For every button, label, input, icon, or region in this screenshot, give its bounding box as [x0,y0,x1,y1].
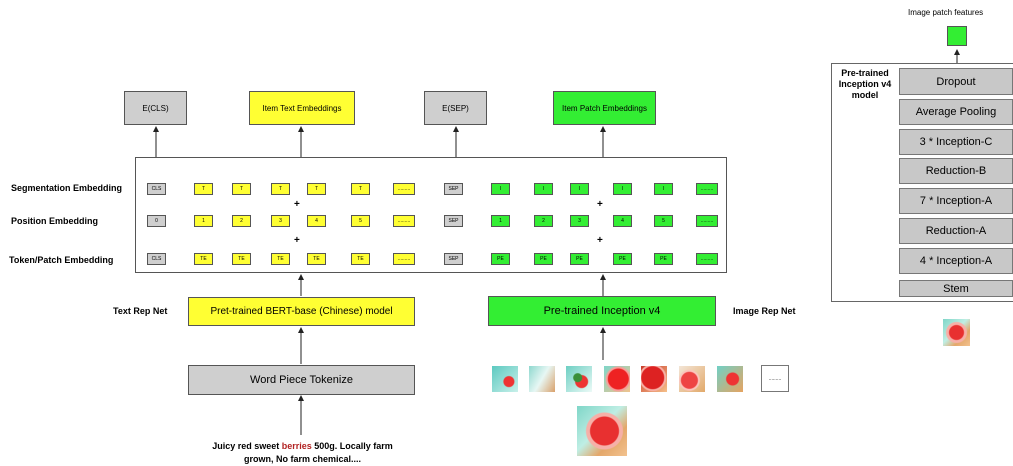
image-rep-net-label: Image Rep Net [733,306,796,316]
item-patch-embeddings-box: Item Patch Embeddings [553,91,656,125]
segmentation-token: ......... [696,183,718,195]
token-embedding-token: PE [613,253,632,265]
image-patch-thumbnail [491,365,519,393]
ecls-output-box: E(CLS) [124,91,187,125]
image-patch-thumbnail [678,365,706,393]
segmentation-token: T [194,183,213,195]
position-token: 2 [232,215,251,227]
image-patch-thumbnail [716,365,744,393]
position-token: ......... [696,215,718,227]
word-piece-tokenizer-box: Word Piece Tokenize [188,365,415,395]
token-embedding-token: CLS [147,253,166,265]
esep-output-box: E(SEP) [424,91,487,125]
position-token: 4 [613,215,632,227]
token-embedding-token: TE [307,253,326,265]
position-token: 1 [194,215,213,227]
token-embedding-token: ......... [393,253,415,265]
image-patch-thumbnail [640,365,668,393]
inception-layer-box: 4 * Inception-A [899,248,1013,274]
image-patch-thumbnail [603,365,631,393]
inception-layer-box: 7 * Inception-A [899,188,1013,214]
input-text-part1: Juicy red sweet [212,441,282,451]
segmentation-token: I [570,183,589,195]
inception-v4-model-label: Pre-trained Inception v4 model [838,68,892,100]
token-embedding-token: PE [570,253,589,265]
inception-model-box: Pre-trained Inception v4 [488,296,716,326]
input-text-part2: 500g. Locally farm [311,441,393,451]
position-embedding-label: Position Embedding [11,216,98,226]
plus-sign: + [597,235,603,246]
strawberry-full-image [576,405,628,457]
input-text: Juicy red sweet berries 500g. Locally fa… [160,440,445,466]
position-token: 1 [491,215,510,227]
token-embedding-token: TE [232,253,251,265]
embedding-container [135,157,727,273]
strawberry-input-image [942,318,971,347]
patch-feature-square [947,26,967,46]
segmentation-token: T [232,183,251,195]
position-token: 3 [570,215,589,227]
segmentation-token: ......... [393,183,415,195]
inception-layer-box: Reduction-A [899,218,1013,244]
segmentation-token: I [613,183,632,195]
segmentation-token: I [534,183,553,195]
position-token: 5 [351,215,370,227]
token-embedding-token: PE [534,253,553,265]
inception-layer-box: Reduction-B [899,158,1013,184]
inception-layer-box: Dropout [899,68,1013,95]
position-token: 3 [271,215,290,227]
inception-layer-box: Stem [899,280,1013,297]
segmentation-token: I [491,183,510,195]
token-embedding-token: TE [194,253,213,265]
token-embedding-token: ......... [696,253,718,265]
token-embedding-token: PE [491,253,510,265]
image-patch-thumbnail [565,365,593,393]
position-token: 4 [307,215,326,227]
inception-layer-box: Average Pooling [899,99,1013,125]
inception-layer-box: 3 * Inception-C [899,129,1013,155]
segmentation-token: T [351,183,370,195]
position-token: 0 [147,215,166,227]
token-patch-embedding-label: Token/Patch Embedding [9,255,114,265]
token-embedding-token: SEP [444,253,463,265]
segmentation-token: T [307,183,326,195]
text-rep-net-label: Text Rep Net [113,306,168,316]
segmentation-token: T [271,183,290,195]
inception-v4-panel [831,63,1013,302]
position-token: ......... [393,215,415,227]
position-token: SEP [444,215,463,227]
token-embedding-token: PE [654,253,673,265]
input-text-line2: grown, No farm chemical.... [243,454,362,464]
image-patch-thumbnail [528,365,556,393]
input-text-highlight: berries [281,441,312,451]
plus-sign: + [294,235,300,246]
image-patch-features-title: Image patch features [908,8,984,17]
segmentation-embedding-label: Segmentation Embedding [11,183,123,193]
plus-sign: + [294,199,300,210]
patch-more-box: ......... [761,365,789,392]
segmentation-token: SEP [444,183,463,195]
segmentation-token: CLS [147,183,166,195]
plus-sign: + [597,199,603,210]
item-text-embeddings-box: Item Text Embeddings [249,91,355,125]
segmentation-token: I [654,183,673,195]
bert-model-box: Pret-trained BERT-base (Chinese) model [188,297,415,326]
token-embedding-token: TE [271,253,290,265]
token-embedding-token: TE [351,253,370,265]
position-token: 5 [654,215,673,227]
position-token: 2 [534,215,553,227]
